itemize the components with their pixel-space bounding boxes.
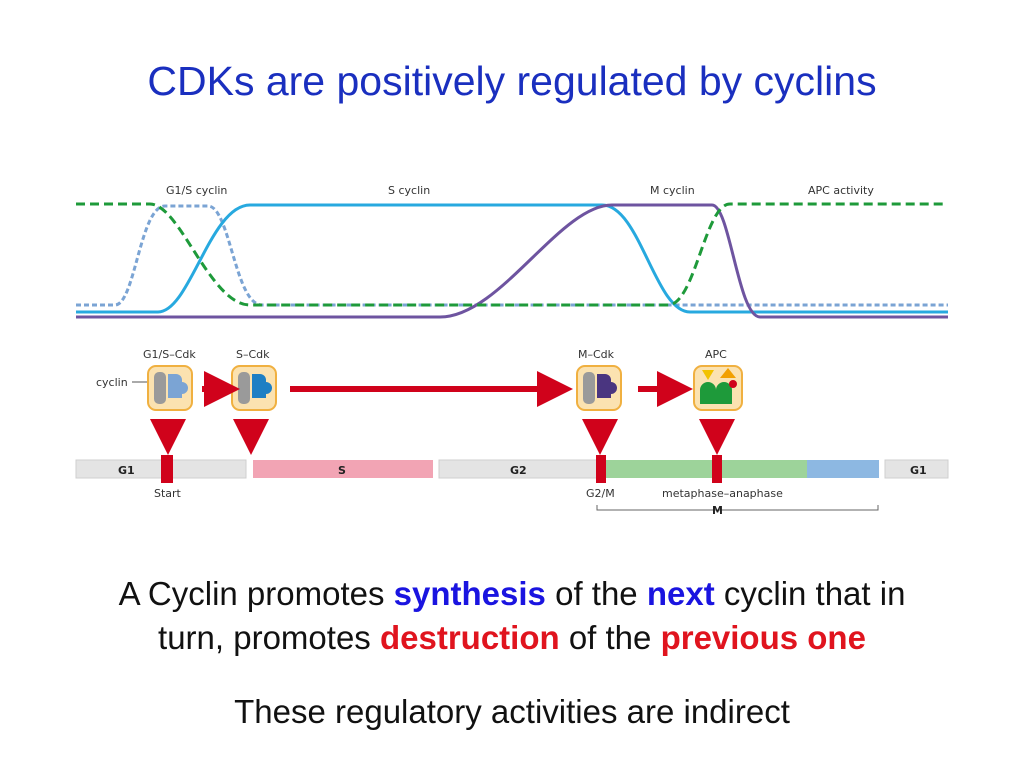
checkpoint-start-marker <box>161 455 173 483</box>
label-start: Start <box>154 487 182 500</box>
caption-line1-c: cyclin that in <box>714 575 906 612</box>
phase-g1-right <box>884 459 949 479</box>
caption-line1-b: of the <box>545 575 647 612</box>
m-phase-bracket <box>596 505 879 511</box>
phase-label-g2: G2 <box>510 464 527 477</box>
checkpoint-g2m-marker <box>596 455 606 483</box>
curve-m-cyclin <box>76 203 948 319</box>
slide-title: CDKs are positively regulated by cyclins <box>147 58 877 104</box>
curve-g1s-cyclin <box>76 204 948 307</box>
label-m-cdk: M–Cdk <box>578 348 615 361</box>
label-cyclin-pointer: cyclin <box>96 376 128 389</box>
label-g2m: G2/M <box>586 487 615 500</box>
caption-next: next <box>646 575 715 612</box>
label-g1s-cyclin: G1/S cyclin <box>166 184 227 197</box>
label-metaphase-anaphase: metaphase–anaphase <box>662 487 783 500</box>
caption-main: A Cyclin promotes synthesis of the next … <box>0 572 1024 660</box>
label-apc: APC <box>705 348 727 361</box>
s-cdk-complex-icon <box>231 365 277 411</box>
caption-destruction: destruction <box>379 619 560 656</box>
caption-synthesis: synthesis <box>393 575 546 612</box>
phase-label-g1-left: G1 <box>118 464 135 477</box>
curve-s-cyclin <box>76 203 948 314</box>
label-m-cyclin: M cyclin <box>650 184 695 197</box>
label-apc-activity: APC activity <box>808 184 874 197</box>
phase-label-s: S <box>338 464 346 477</box>
phase-m-blue <box>807 460 879 478</box>
caption-line1-a: A Cyclin promotes <box>118 575 394 612</box>
curve-apc-activity <box>76 202 945 307</box>
cell-cycle-diagram: G1/S cyclin S cyclin M cyclin APC activi… <box>75 184 949 517</box>
phase-m-green <box>599 460 807 478</box>
caption-previous-one: previous one <box>660 619 866 656</box>
caption-line2-a: turn, promotes <box>158 619 380 656</box>
m-cdk-complex-icon <box>576 365 622 411</box>
checkpoint-metaphase-marker <box>712 455 722 483</box>
label-s-cyclin: S cyclin <box>388 184 430 197</box>
label-g1s-cdk: G1/S–Cdk <box>143 348 196 361</box>
phase-label-g1-right: G1 <box>910 464 927 477</box>
label-s-cdk: S–Cdk <box>236 348 270 361</box>
apc-complex-icon <box>693 365 743 411</box>
caption-indirect: These regulatory activities are indirect <box>234 693 790 730</box>
label-m: M <box>712 504 723 517</box>
caption-line2-b: of the <box>559 619 661 656</box>
g1s-cdk-complex-icon <box>147 365 193 411</box>
phase-s <box>253 460 433 478</box>
